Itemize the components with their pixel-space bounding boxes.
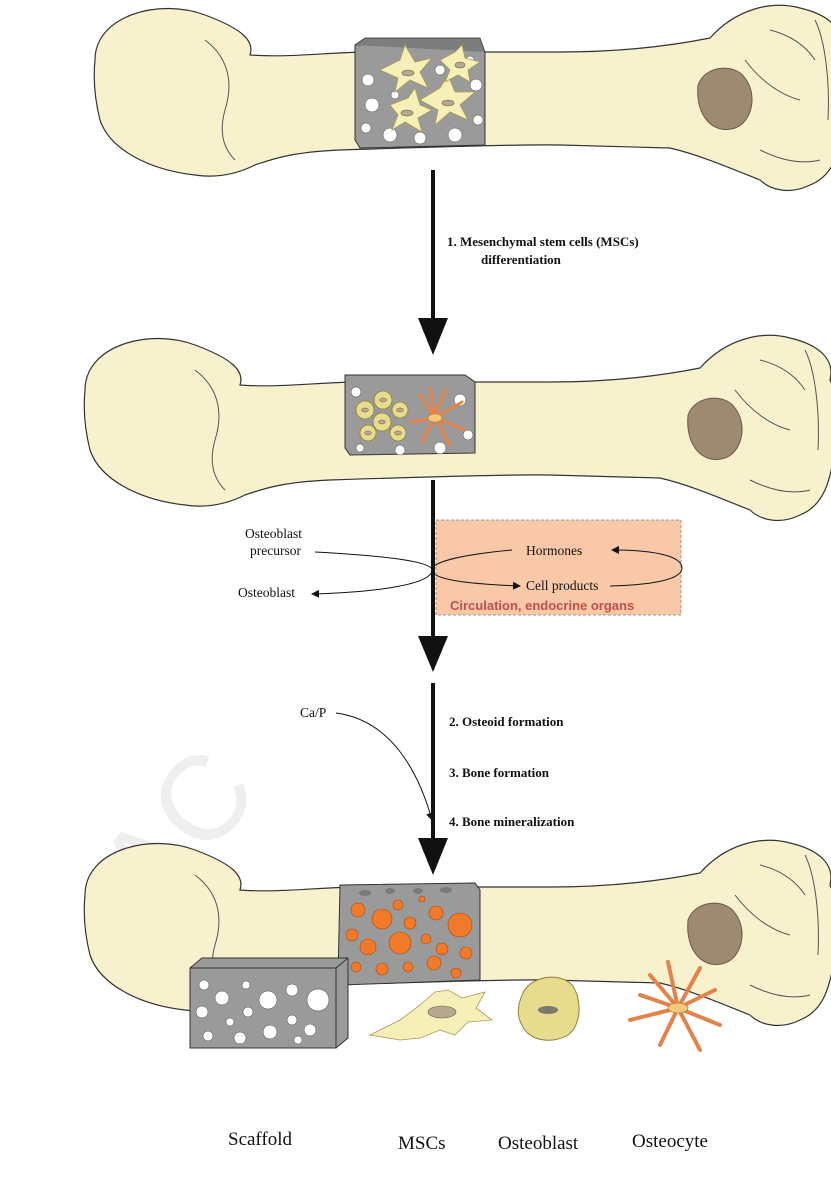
circulation-label: Circulation, endocrine organs xyxy=(450,598,634,613)
step4-label: 4. Bone mineralization xyxy=(449,814,574,830)
legend-msc-icon xyxy=(370,990,492,1040)
scaffold-mineralized xyxy=(338,883,480,985)
step2-label: 2. Osteoid formation xyxy=(449,714,563,730)
process-arrow-3 xyxy=(418,683,448,875)
bone-stage-2 xyxy=(84,335,831,520)
step1-label-line2: differentiation xyxy=(481,252,561,268)
legend-osteoblast-label: Osteoblast xyxy=(498,1133,578,1155)
legend-scaffold-icon xyxy=(190,958,348,1048)
hormones-label: Hormones xyxy=(526,543,582,559)
ca-p-arrow xyxy=(336,713,432,820)
step3-label: 3. Bone formation xyxy=(449,765,549,781)
legend-scaffold-label: Scaffold xyxy=(228,1129,292,1151)
legend-mscs-label: MSCs xyxy=(398,1133,446,1155)
legend-osteoblast-icon xyxy=(518,977,579,1040)
bone-stage-1 xyxy=(94,5,831,190)
osteoblast-precursor-label-line1: Osteoblast xyxy=(245,526,302,542)
osteoblast-precursor-label-line2: precursor xyxy=(250,543,301,559)
ca-p-label: Ca/P xyxy=(300,705,326,721)
scaffold-with-mscs xyxy=(355,38,485,148)
step1-label-line1: 1. Mesenchymal stem cells (MSCs) xyxy=(447,234,639,250)
osteoblast-label: Osteoblast xyxy=(238,585,295,601)
legend-osteocyte-label: Osteocyte xyxy=(632,1131,708,1153)
cell-products-label: Cell products xyxy=(526,578,598,594)
scaffold-with-osteoblasts-osteocytes xyxy=(345,375,475,455)
process-arrow-1 xyxy=(418,170,448,355)
